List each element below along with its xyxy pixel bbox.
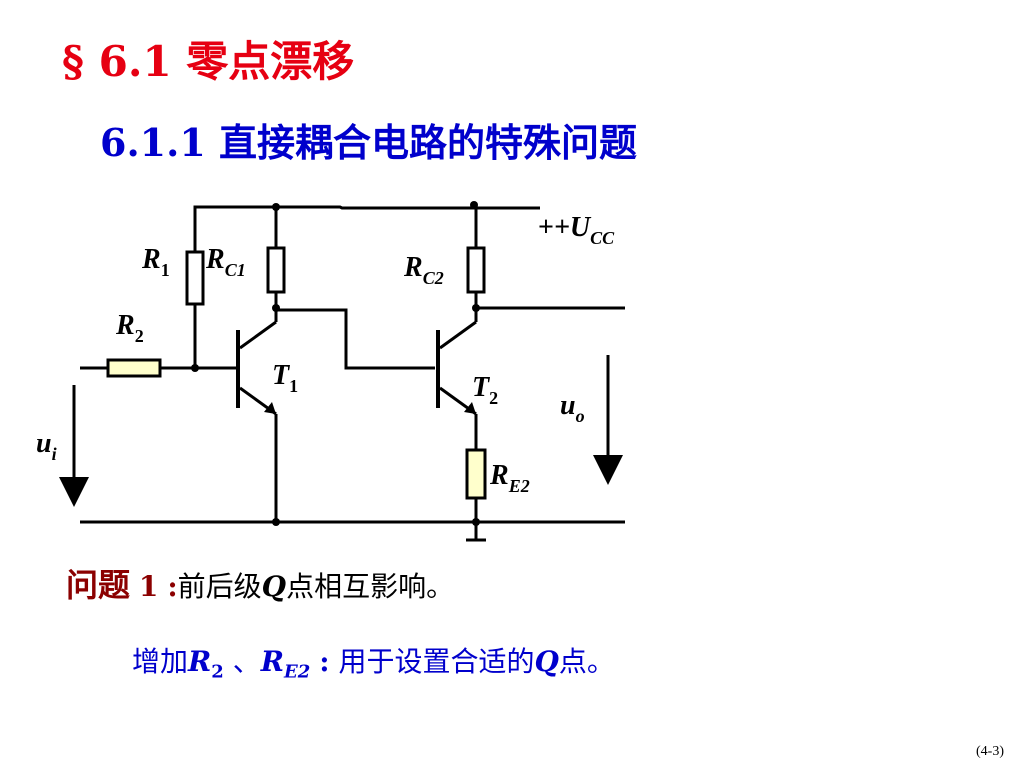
re2-label: RE2 [489, 460, 530, 496]
fix-colon: : [319, 645, 330, 678]
t1-emitter-arrow [264, 402, 276, 414]
subsection-title: 6.1.1 直接耦合电路的特殊问题 [100, 112, 637, 167]
problem-number: 1 [138, 570, 159, 603]
fix-statement: 增加R2 、RE2 : 用于设置合适的Q点。 [132, 640, 615, 683]
fix-prefix: 增加 [132, 645, 189, 678]
uo-label: uo [560, 390, 585, 426]
junction-dot [272, 518, 280, 526]
r1-resistor [185, 250, 205, 306]
junction-dots [191, 201, 480, 526]
t2-collector [439, 320, 477, 350]
r2-label: R2 [115, 310, 144, 346]
problem-q: Q [261, 570, 287, 603]
section-mark: § [62, 37, 84, 86]
fix-text-1: 用于设置合适的 [338, 645, 535, 678]
junction-dot [470, 201, 478, 209]
junction-dot [272, 304, 280, 312]
fix-r2-sub: 2 [211, 661, 224, 683]
problem-text-1: 前后级 [177, 570, 262, 603]
ui-label: ui [36, 428, 57, 464]
fix-sep: 、 [232, 645, 261, 678]
section-number: 6.1 [98, 37, 172, 86]
t1-label: T1 [272, 360, 298, 396]
junction-dot [472, 304, 480, 312]
vcc-label: ++UCC [538, 212, 615, 248]
subsection-text: 直接耦合电路的特殊问题 [219, 120, 638, 165]
problem-label: 问题 [66, 566, 131, 604]
fix-r2: R [188, 645, 212, 678]
vcc-rail [193, 205, 540, 252]
t1-collector [239, 320, 277, 350]
wires [80, 204, 625, 542]
t2-label: T2 [472, 372, 498, 408]
subsection-number: 6.1.1 [100, 120, 206, 165]
t2-emitter-arrow [464, 402, 476, 414]
fix-text-2: 点。 [558, 645, 615, 678]
problem-statement: 问题 1 :前后级Q点相互影响。 [66, 560, 454, 606]
problem-text-2: 点相互影响。 [286, 570, 455, 603]
page-number: (4-3) [976, 744, 1004, 759]
rc1-label: RC1 [205, 244, 246, 280]
section-title: § 6.1 零点漂移 [62, 28, 354, 89]
r1-label: R1 [141, 244, 170, 280]
rc2-resistor [466, 246, 486, 294]
junction-dot [191, 364, 199, 372]
junction-dot [272, 203, 280, 211]
r2-resistor [106, 358, 162, 378]
rc1-resistor [266, 246, 286, 294]
problem-colon: : [167, 570, 178, 603]
interstage-wire [276, 308, 435, 370]
re2-resistor [465, 448, 487, 500]
fix-re2: R [260, 645, 285, 678]
fix-re2-sub: E2 [284, 661, 311, 683]
fix-q: Q [534, 645, 559, 678]
section-text: 零点漂移 [186, 37, 355, 86]
rc2-label: RC2 [403, 252, 444, 288]
junction-dot [472, 518, 480, 526]
